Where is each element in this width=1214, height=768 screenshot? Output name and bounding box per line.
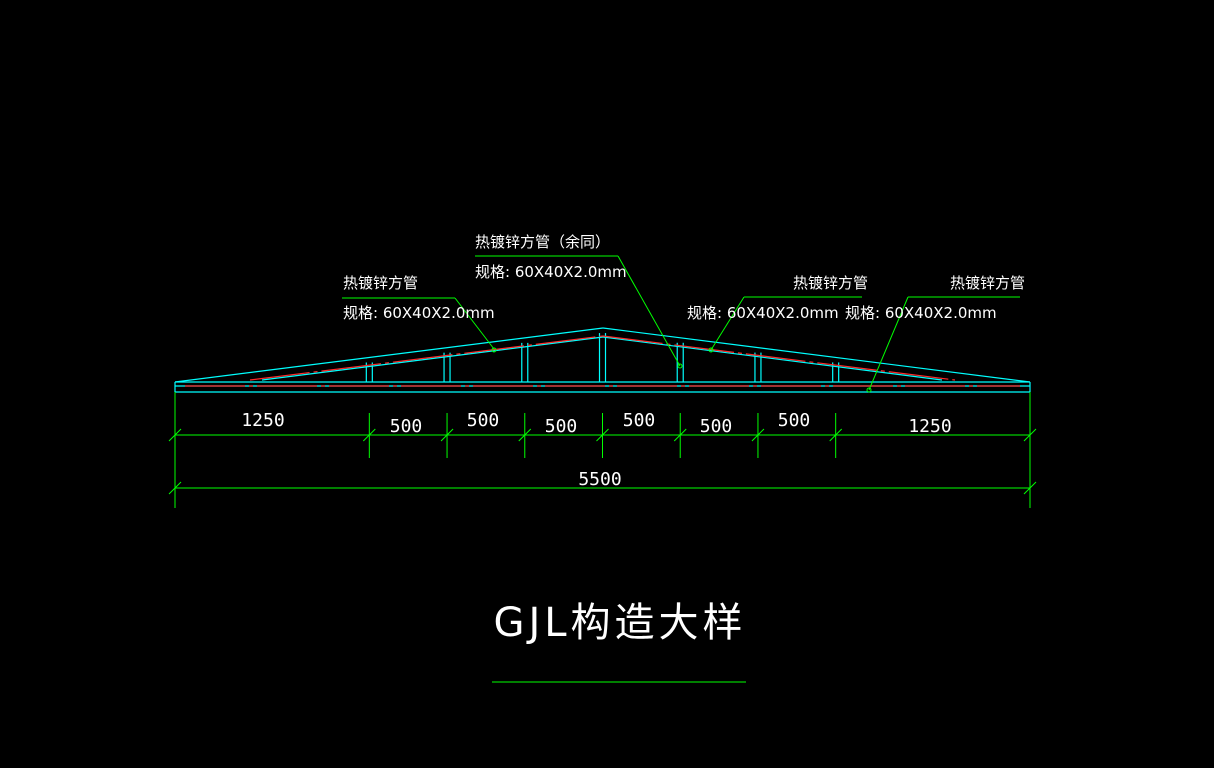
- leader-4-arrow: [868, 296, 909, 391]
- leader-3-arrow: [710, 296, 745, 351]
- leaders: [342, 255, 1020, 391]
- dim-segment-7: 500: [778, 410, 811, 431]
- dim-segment-8: 1250: [908, 416, 951, 437]
- centerline-right: [602, 335, 956, 381]
- dim-segment-1: 1250: [241, 410, 284, 431]
- top-chord-left: [174, 327, 604, 383]
- dimension-lines: [168, 392, 1037, 508]
- leader-2-arrow: [617, 255, 681, 367]
- top-chord-right: [602, 327, 1031, 383]
- label-3-spec: 规格: 60X40X2.0mm: [687, 304, 839, 322]
- dim-segment-6: 500: [700, 416, 733, 437]
- centerline-left: [249, 335, 604, 381]
- dim-slash-2: [440, 428, 454, 442]
- leader-1-arrow: [454, 297, 495, 350]
- dim-slash-0: [168, 428, 182, 442]
- inner-chord-right: [602, 336, 943, 381]
- leader-4-dot: [866, 387, 872, 393]
- label-1-spec: 规格: 60X40X2.0mm: [343, 304, 495, 322]
- dimension-ticks: [168, 413, 1037, 495]
- leader-2-dot: [677, 363, 683, 369]
- label-4-spec: 规格: 60X40X2.0mm: [845, 304, 997, 322]
- total-slash-0: [168, 481, 182, 495]
- label-1-title: 热镀锌方管: [343, 274, 418, 292]
- dim-slash-8: [1023, 428, 1037, 442]
- dim-segment-5: 500: [623, 410, 656, 431]
- centerlines: [185, 335, 1020, 387]
- dim-slash-1: [362, 428, 376, 442]
- leader-dots: [491, 347, 872, 393]
- label-2-title: 热镀锌方管（余同）: [475, 233, 610, 251]
- dim-slash-5: [673, 428, 687, 442]
- drawing-title: GJL构造大样: [493, 600, 746, 646]
- dim-slash-7: [829, 428, 843, 442]
- label-3-title: 热镀锌方管: [793, 274, 868, 292]
- dim-slash-4: [596, 428, 609, 442]
- label-2-spec: 规格: 60X40X2.0mm: [475, 263, 627, 281]
- dim-slash-6: [751, 428, 765, 442]
- total-slash-1: [1023, 481, 1037, 495]
- dim-total: 5500: [578, 469, 621, 490]
- inner-chord-left: [261, 336, 604, 381]
- label-4-title: 热镀锌方管: [950, 274, 1025, 292]
- leader-3-dot: [708, 347, 714, 353]
- dim-segment-3: 500: [467, 410, 500, 431]
- dim-segment-4: 500: [545, 416, 578, 437]
- vertical-posts: [365, 333, 840, 382]
- dim-slash-3: [518, 428, 532, 442]
- dim-segment-2: 500: [390, 416, 423, 437]
- leader-1-dot: [491, 347, 497, 353]
